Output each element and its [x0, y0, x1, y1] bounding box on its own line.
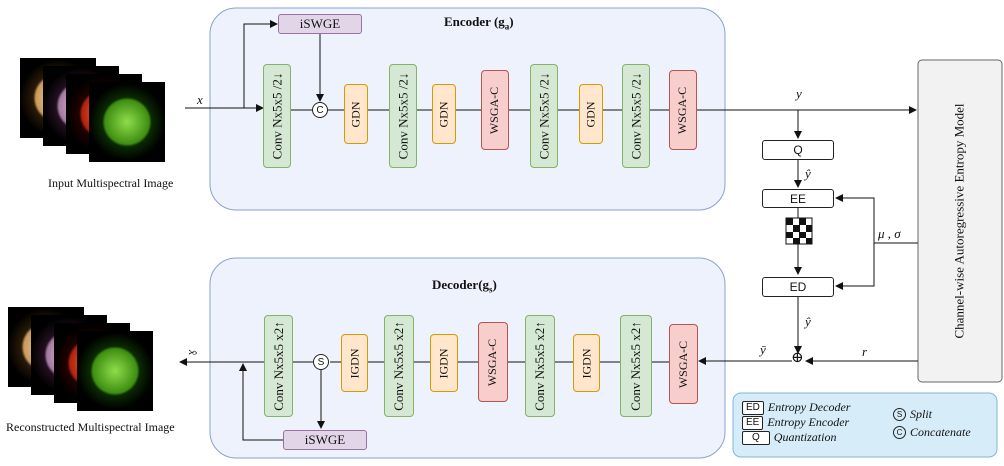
- entropy-decoder-block: ED: [762, 277, 834, 297]
- legend-ed-key: ED: [742, 400, 764, 415]
- legend-concat-symbol: C: [893, 426, 906, 439]
- encoder-gdn-1: GDN: [344, 84, 368, 144]
- legend-split-text: Split: [910, 407, 933, 421]
- encoder-iswge-block: iSWGE: [278, 14, 362, 34]
- var-mu-sigma: μ , σ: [878, 226, 901, 241]
- encoder-wsga-1: WSGA-C: [481, 70, 509, 150]
- encoder-conv-4: Conv Nx5x5 /2↓: [622, 64, 650, 168]
- encoder-conv-1: Conv Nx5x5 /2↓: [263, 64, 291, 168]
- input-image-layer-4: [89, 82, 165, 162]
- var-y: y: [796, 86, 802, 101]
- var-x: x: [197, 92, 203, 107]
- decoder-igdn-1: IGDN: [341, 334, 368, 392]
- decoder-wsga-1: WSGA-C: [478, 322, 508, 402]
- legend-q-text: Quantization: [773, 430, 837, 444]
- bitstream-icon: [785, 217, 813, 245]
- decoder-conv-4: Conv Nx5x5 x2↑: [620, 315, 652, 417]
- entropy-model-box: [917, 59, 1003, 383]
- legend-concat: C Concatenate: [893, 425, 971, 440]
- decoder-igdn-2: IGDN: [430, 334, 458, 392]
- encoder-panel: [209, 7, 726, 211]
- encoder-gdn-2: GDN: [432, 84, 456, 144]
- decoder-split-node: S: [313, 354, 329, 370]
- decoder-title: Decoder(gs): [432, 277, 497, 295]
- encoder-conv-2: Conv Nx5x5 /2↓: [389, 64, 417, 168]
- legend-ed: ED Entropy Decoder: [742, 400, 850, 415]
- entropy-encoder-block: EE: [762, 189, 834, 208]
- decoder-igdn-3: IGDN: [573, 334, 600, 392]
- input-caption: Input Multispectral Image: [48, 176, 174, 190]
- sum-node: ⊕: [791, 350, 804, 366]
- var-y-hat-bottom: ŷ: [805, 314, 811, 329]
- legend-ed-text: Entropy Decoder: [767, 400, 851, 414]
- decoder-panel: [209, 257, 726, 459]
- var-r: r: [862, 344, 868, 359]
- legend-concat-text: Concatenate: [910, 425, 971, 439]
- decoder-wsga-2: WSGA-C: [669, 324, 698, 404]
- entropy-model-label: Channel-wise Autoregressive Entropy Mode…: [952, 103, 968, 339]
- output-caption: Reconstructed Multispectral Image: [6, 420, 175, 434]
- decoder-conv-1: Conv Nx5x5 x2↑: [264, 315, 293, 417]
- decoder-conv-3: Conv Nx5x5 x2↑: [525, 315, 555, 417]
- legend-ee-text: Entropy Encoder: [767, 415, 850, 429]
- encoder-concat-node: C: [312, 102, 328, 118]
- var-x-hat: x̂: [186, 349, 201, 356]
- output-image-layer-4: [77, 331, 153, 411]
- decoder-conv-2: Conv Nx5x5 x2↑: [384, 315, 414, 417]
- encoder-wsga-2: WSGA-C: [669, 70, 697, 150]
- encoder-gdn-3: GDN: [579, 84, 603, 144]
- entropy-model-label-wrap: Channel-wise Autoregressive Entropy Mode…: [918, 60, 1002, 382]
- legend-split-symbol: S: [893, 408, 906, 421]
- encoder-conv-3: Conv Nx5x5 /2↓: [530, 64, 558, 168]
- legend-ee: EE Entropy Encoder: [742, 415, 849, 430]
- var-y-hat-top: ŷ: [805, 166, 811, 181]
- var-y-bar: ȳ: [760, 342, 766, 357]
- legend-panel: [732, 392, 998, 458]
- quantization-block: Q: [762, 140, 834, 160]
- legend-q: Q Quantization: [742, 430, 836, 445]
- decoder-iswge-block: iSWGE: [283, 430, 367, 450]
- legend-ee-key: EE: [742, 415, 764, 430]
- legend-q-key: Q: [742, 430, 770, 445]
- encoder-title: Encoder (ga): [444, 14, 514, 32]
- legend-split: S Split: [893, 407, 932, 422]
